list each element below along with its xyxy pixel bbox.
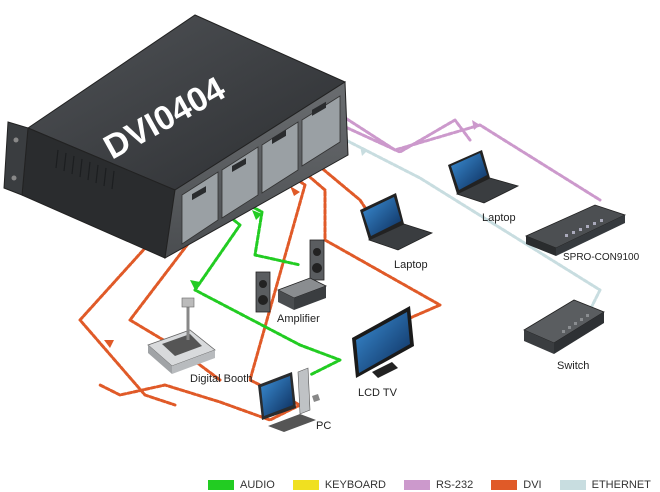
dvi-cable-booth <box>78 213 177 407</box>
lcd-tv-device <box>352 306 414 378</box>
label-pc: PC <box>316 420 332 432</box>
vent-slots <box>55 149 115 190</box>
legend-swatch-rs232 <box>403 480 430 490</box>
arrow-dvi-laptop <box>290 186 300 196</box>
arrowheads <box>104 120 480 348</box>
legend-swatch-audio <box>208 480 234 490</box>
label-controller: SPRO-CON9100 <box>563 252 640 263</box>
connector-ports <box>192 101 326 201</box>
dvi-cable-loop <box>128 213 222 382</box>
arrow-ethernet <box>360 146 368 156</box>
arrow-audio-pc <box>190 280 200 290</box>
legend-item-ethernet: ETHERNET <box>559 479 651 491</box>
legend-item-audio: AUDIO <box>208 479 275 491</box>
pc-device <box>258 367 320 432</box>
legend-swatch-ethernet <box>559 480 586 490</box>
label-amplifier: Amplifier <box>277 313 320 325</box>
label-switch: Switch <box>557 360 590 372</box>
matrix-switcher: DVI0404 <box>3 14 349 259</box>
legend-swatch-dvi <box>491 480 518 490</box>
digital-booth-device <box>147 297 216 374</box>
connector-modules <box>181 95 341 245</box>
legend-label-keyboard: KEYBOARD <box>324 479 386 491</box>
ethernet-cables <box>328 130 602 312</box>
controller-device <box>524 204 627 256</box>
legend-label-ethernet: ETHERNET <box>591 479 651 491</box>
laptop-top-device <box>448 150 520 204</box>
audio-cable-pc <box>193 203 342 377</box>
cable-legend: AUDIO KEYBOARD RS-232 DVI ETHERNET <box>208 478 651 492</box>
legend-item-dvi: DVI <box>491 479 542 491</box>
rs232-cables <box>328 110 602 202</box>
network-switch-device <box>523 299 605 354</box>
legend-label-audio: AUDIO <box>240 479 275 491</box>
arrow-dvi-booth <box>104 340 114 348</box>
cables <box>78 110 602 422</box>
legend-label-dvi: DVI <box>523 479 542 491</box>
dvi-cable-lcd-tv <box>288 158 442 320</box>
amplifier-device <box>255 239 327 313</box>
laptop-mid-device <box>360 193 434 251</box>
legend-label-rs232: RS-232 <box>435 479 474 491</box>
label-laptop-mid: Laptop <box>394 259 428 271</box>
label-lcd-tv: LCD TV <box>358 387 397 399</box>
rack-ear <box>3 121 29 196</box>
legend-item-keyboard: KEYBOARD <box>292 479 386 491</box>
dvi-cable-pc <box>98 148 307 422</box>
arrow-audio-amp <box>252 210 262 220</box>
ethernet-cable-switch <box>328 130 602 312</box>
arrow-rs232 <box>472 120 480 130</box>
label-laptop-top: Laptop <box>482 212 516 224</box>
legend-swatch-keyboard <box>292 480 319 490</box>
label-digital-booth: Digital Booth <box>190 373 253 385</box>
rs232-cable-control <box>334 110 602 202</box>
legend-item-rs232: RS-232 <box>403 479 474 491</box>
